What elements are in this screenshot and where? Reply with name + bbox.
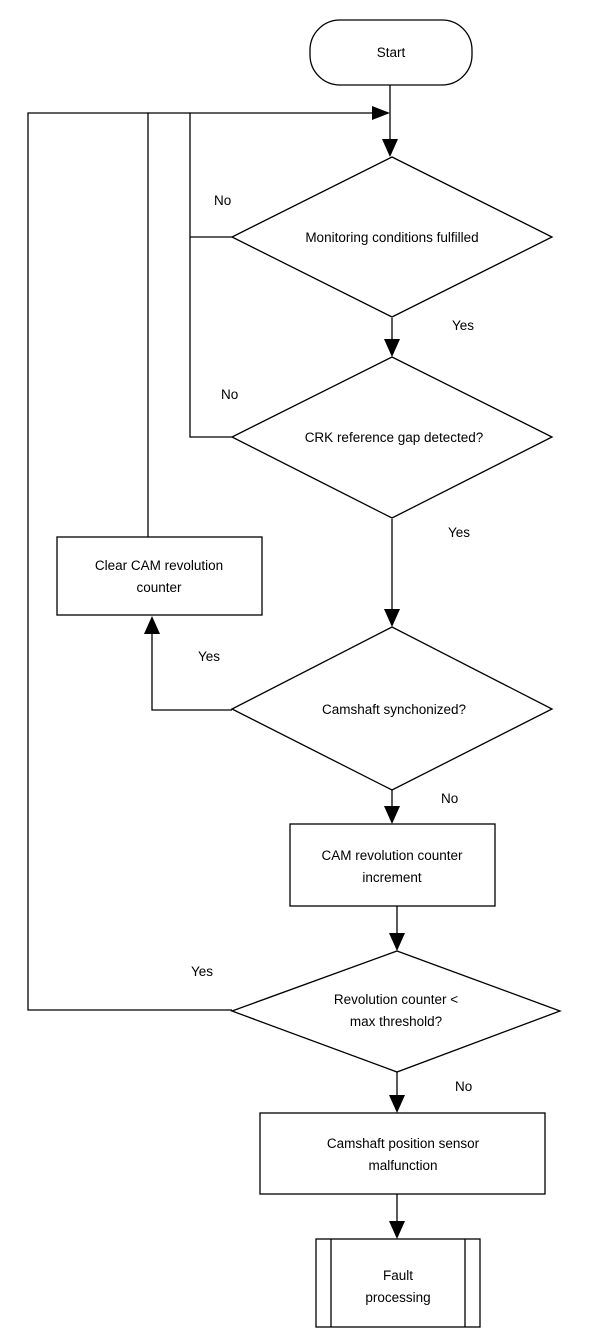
malfunction-line-1: Camshaft position sensor	[327, 1136, 480, 1151]
monitoring-label: Monitoring conditions fulfilled	[305, 230, 478, 245]
start-node: Start	[309, 19, 473, 86]
threshold-decision	[230, 950, 562, 1073]
fault-box	[315, 1238, 481, 1328]
edge-labels: No Yes No Yes Yes No Yes No	[191, 193, 474, 1094]
start-label: Start	[377, 45, 406, 60]
clear-counter-line-1: Clear CAM revolution	[95, 558, 223, 573]
start-terminator	[309, 19, 473, 86]
malfunction-line-2: malfunction	[368, 1158, 437, 1173]
fault-line-2: processing	[365, 1290, 430, 1305]
threshold-line-2: max threshold?	[350, 1014, 442, 1029]
malfunction-box	[259, 1112, 546, 1195]
malfunction-node: Camshaft position sensor malfunction	[259, 1112, 546, 1195]
arrowhead-into-sync	[384, 609, 400, 627]
arrowhead-into-crk	[384, 339, 400, 357]
arrowhead-into-top-junction	[372, 106, 390, 120]
loop-clear-to-top	[147, 112, 190, 537]
clear-counter-node: Clear CAM revolution counter	[56, 536, 263, 616]
clear-counter-line-2: counter	[136, 580, 182, 595]
crk-no-label: No	[221, 387, 238, 402]
sync-yes-label: Yes	[198, 649, 220, 664]
increment-box	[289, 823, 496, 907]
fault-line-1: Fault	[383, 1268, 413, 1283]
increment-node: CAM revolution counter increment	[289, 823, 496, 907]
monitoring-no-label: No	[214, 193, 231, 208]
threshold-no-label: No	[455, 1079, 472, 1094]
arrowhead-into-malfunction	[389, 1095, 405, 1113]
threshold-decision-node: Revolution counter < max threshold?	[230, 950, 562, 1073]
monitoring-decision	[230, 156, 554, 318]
arrowhead-into-fault	[389, 1221, 405, 1239]
crk-decision	[230, 356, 554, 519]
threshold-line-1: Revolution counter <	[334, 992, 458, 1007]
monitoring-decision-node: Monitoring conditions fulfilled	[230, 156, 554, 318]
crk-label: CRK reference gap detected?	[305, 430, 484, 445]
increment-line-1: CAM revolution counter	[321, 848, 463, 863]
loop-monitoring-no	[189, 112, 388, 238]
crk-decision-node: CRK reference gap detected?	[230, 356, 554, 519]
arrowhead-into-clear	[144, 616, 160, 634]
connectors	[27, 85, 398, 1232]
sync-decision-node: Camshaft synchonized?	[230, 626, 554, 791]
clear-counter-box	[56, 536, 263, 616]
arrowheads	[144, 106, 405, 1239]
sync-label: Camshaft synchonized?	[322, 702, 466, 717]
arrowhead-into-increment	[384, 806, 400, 824]
loop-threshold-yes	[27, 112, 232, 1011]
loop-crk-no	[189, 237, 232, 438]
fault-node: Fault processing	[315, 1238, 481, 1328]
link-sync-yes-clear	[151, 626, 232, 711]
sync-no-label: No	[441, 791, 458, 806]
threshold-yes-label: Yes	[191, 964, 213, 979]
monitoring-yes-label: Yes	[452, 318, 474, 333]
sync-decision	[230, 626, 554, 791]
increment-line-2: increment	[362, 870, 422, 885]
arrowhead-into-threshold	[389, 933, 405, 951]
crk-yes-label: Yes	[448, 525, 470, 540]
arrowhead-into-monitoring	[382, 139, 398, 157]
